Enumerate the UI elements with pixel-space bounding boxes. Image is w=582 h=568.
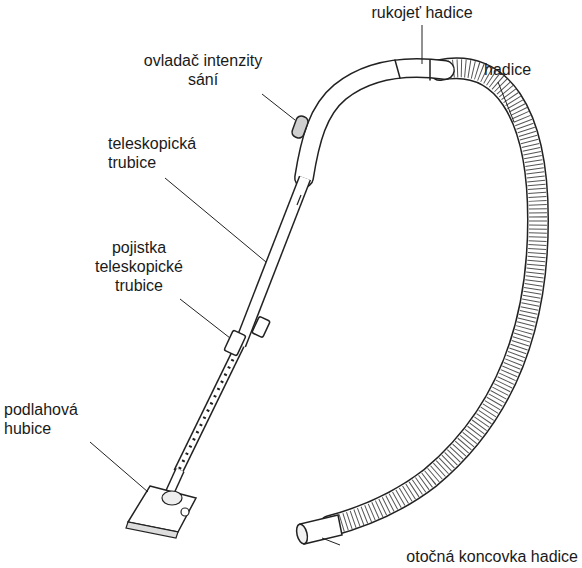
part-label: teleskopická trubice — [108, 134, 220, 172]
tube-lock — [224, 316, 270, 356]
part-label: rukojeť hadice — [362, 3, 482, 22]
hose-end — [295, 515, 342, 545]
part-label: hadice — [484, 60, 564, 79]
hose-handle — [304, 60, 445, 178]
part-label: ovladač intenzity sání — [128, 51, 278, 89]
part-label: podlahová hubice — [4, 400, 104, 438]
telescopic-tube — [178, 178, 305, 472]
leader-line — [262, 94, 295, 120]
leader-line — [322, 538, 340, 545]
leader-line — [498, 82, 514, 122]
leader-line — [90, 442, 148, 492]
floor-nozzle — [126, 470, 196, 538]
part-label: pojistka teleskopické trubice — [78, 238, 200, 295]
part-label: otočná koncovka hadice — [330, 547, 578, 566]
leader-line — [165, 178, 266, 262]
hose — [330, 68, 538, 526]
leader-line — [180, 299, 230, 338]
leader-line — [422, 25, 423, 64]
